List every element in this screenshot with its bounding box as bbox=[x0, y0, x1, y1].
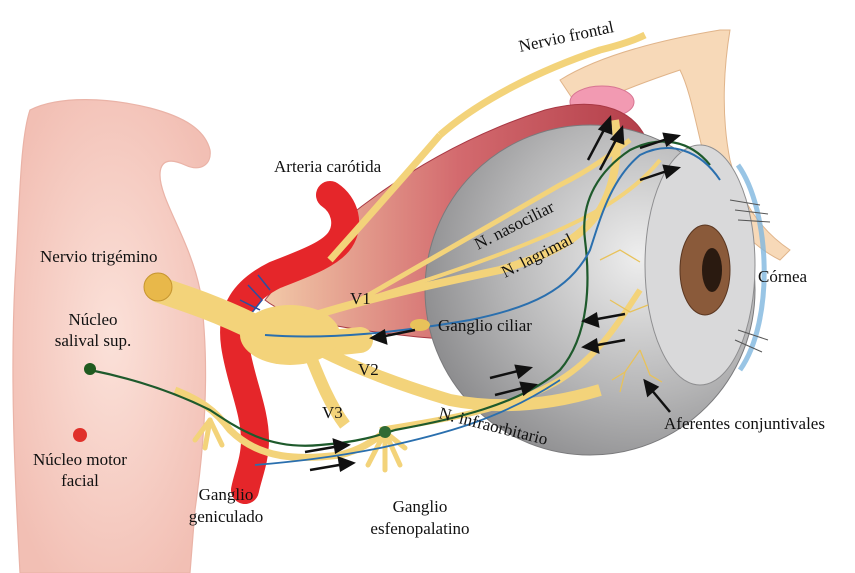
label-v2: V2 bbox=[358, 360, 379, 379]
label-nucleo-motor-line2: facial bbox=[61, 471, 99, 490]
facial-motor-nucleus bbox=[73, 428, 87, 442]
sphenopalatine-node bbox=[379, 426, 391, 438]
label-nervio-trigemino: Nervio trigémino bbox=[40, 247, 158, 266]
label-nucleo-salival-line1: Núcleo bbox=[68, 310, 117, 329]
label-ganglio-geniculado-line2: geniculado bbox=[189, 507, 264, 526]
label-v1: V1 bbox=[350, 289, 371, 308]
label-ganglio-esfenopalatino-line1: Ganglio bbox=[393, 497, 448, 516]
label-nucleo-motor-line1: Núcleo motor bbox=[33, 450, 127, 469]
label-ganglio-esfenopalatino-line2: esfenopalatino bbox=[370, 519, 469, 538]
salivatory-nucleus bbox=[84, 363, 96, 375]
label-ganglio-ciliar: Ganglio ciliar bbox=[438, 316, 532, 335]
label-ganglio-geniculado-line1: Ganglio bbox=[199, 485, 254, 504]
label-arteria-carotida: Arteria carótida bbox=[274, 157, 382, 176]
label-v3: V3 bbox=[322, 403, 343, 422]
label-nucleo-salival-line2: salival sup. bbox=[55, 331, 132, 350]
trigeminal-root bbox=[144, 273, 172, 301]
pupil bbox=[702, 248, 722, 292]
label-aferentes-conjuntivales: Aferentes conjuntivales bbox=[664, 414, 825, 433]
label-cornea: Córnea bbox=[758, 267, 808, 286]
